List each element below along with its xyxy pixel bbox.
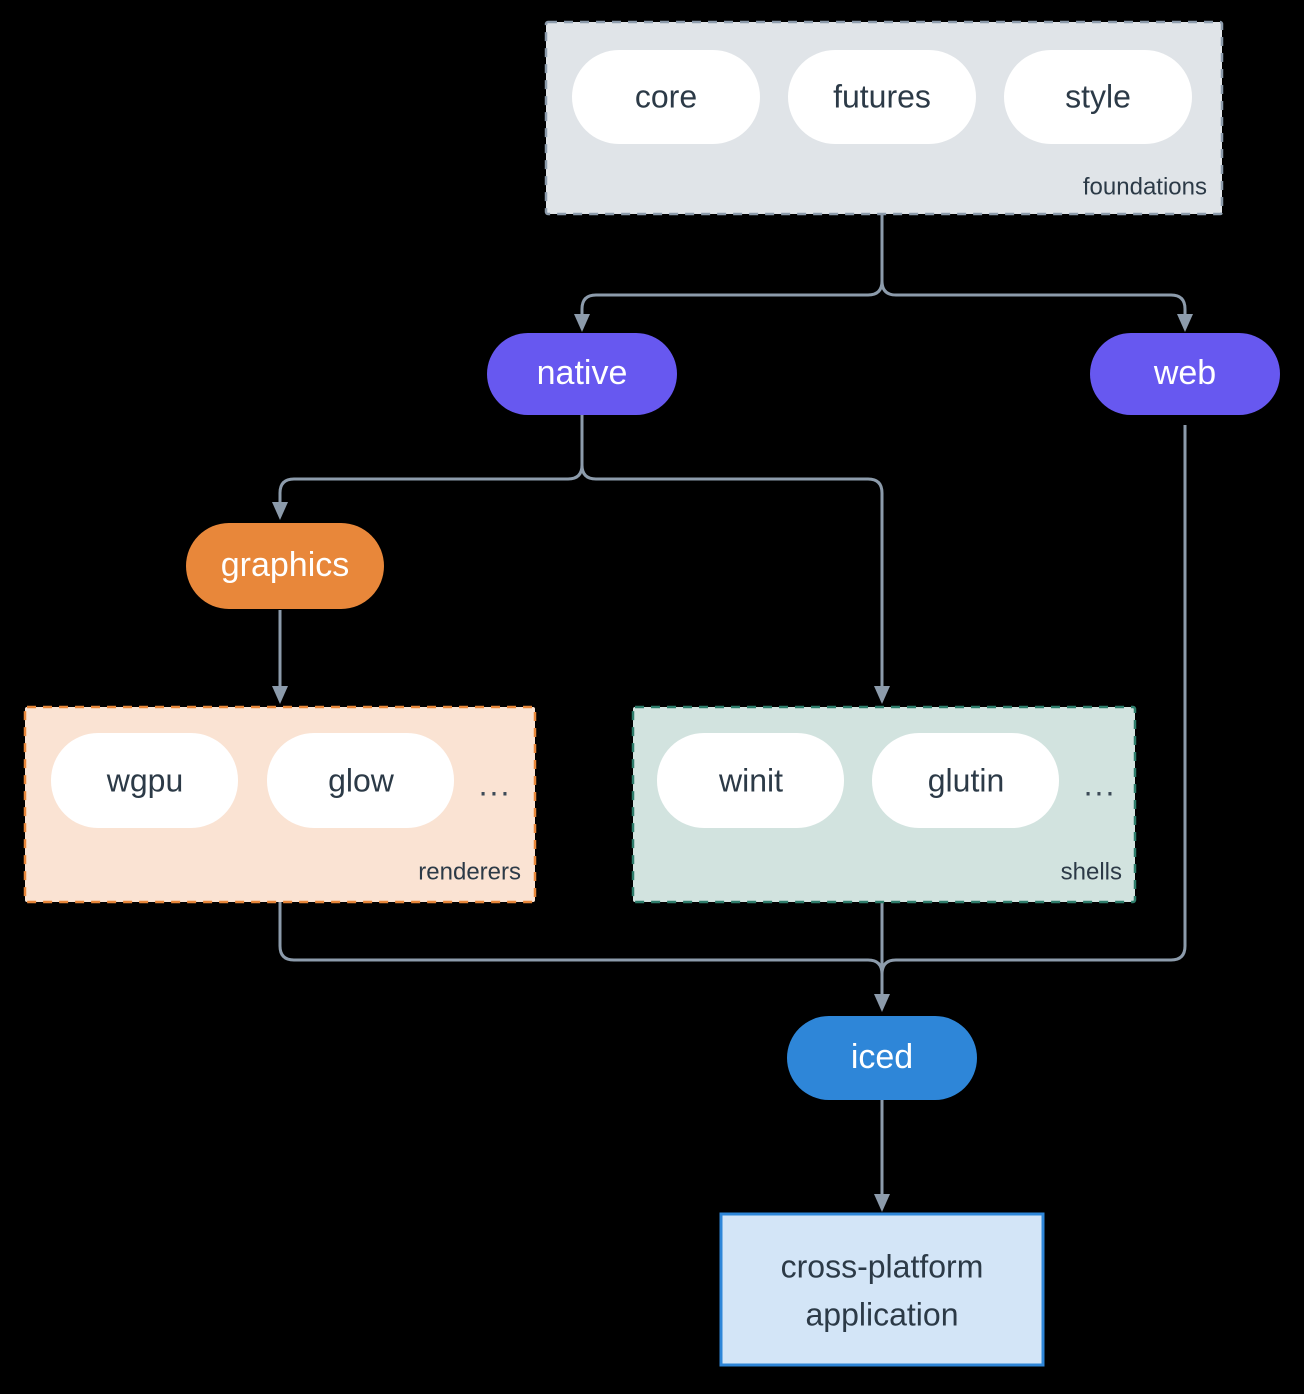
leaf-glutin-label: glutin [928,762,1005,798]
leaf-glow-pill[interactable] [267,733,454,828]
node-web-shape[interactable] [1090,333,1280,415]
leaf-style-pill[interactable] [1004,50,1192,144]
edge-renderers-to-iced [278,902,884,1000]
edge-native-to-graphics [278,464,584,508]
edge-foundations-to-native [580,280,884,320]
cluster-renderers: wgpu glow ... renderers [23,705,537,904]
leaf-winit-label: winit [718,762,783,798]
arrowhead-iced [874,994,890,1012]
leaf-wgpu-label: wgpu [106,762,184,798]
arrowhead-renderers [272,686,288,704]
leaf-futures-label: futures [833,78,931,114]
leaf-winit-pill[interactable] [657,733,844,828]
leaf-wgpu-pill[interactable] [51,733,238,828]
leaf-futures-pill[interactable] [788,50,976,144]
cluster-foundations: core futures style foundations [544,20,1224,216]
arrowhead-application [874,1194,890,1212]
node-native-label: native [537,354,628,392]
node-application-label-line2: application [806,1296,959,1332]
cluster-shells-label: shells [1061,858,1122,885]
leaf-glutin-pill[interactable] [872,733,1059,828]
cluster-foundations-label: foundations [1083,173,1207,200]
shells-overflow-ellipsis: ... [1084,766,1117,802]
node-graphics[interactable]: graphics [186,523,384,609]
node-graphics-shape[interactable] [186,523,384,609]
node-iced-shape[interactable] [787,1016,977,1100]
node-native[interactable]: native [487,333,677,415]
leaf-style-label: style [1065,78,1131,114]
node-graphics-label: graphics [221,546,350,584]
node-application[interactable]: cross-platform application [719,1212,1045,1367]
node-iced-label: iced [851,1038,913,1076]
arrowhead-native [574,314,590,332]
node-iced[interactable]: iced [787,1016,977,1100]
node-native-shape[interactable] [487,333,677,415]
edge-native-to-shells [580,464,884,692]
arrowhead-web [1177,314,1193,332]
arrowhead-graphics [272,502,288,520]
cluster-renderers-label: renderers [418,858,521,885]
leaf-glow-label: glow [328,762,395,798]
edge-layer [272,215,1193,1212]
edge-web-to-iced [880,425,1187,1000]
node-application-shape[interactable] [719,1212,1045,1367]
cluster-shells: winit glutin ... shells [631,705,1137,904]
leaf-core-pill[interactable] [572,50,760,144]
leaf-core-label: core [635,78,697,114]
edge-foundations-to-web [880,280,1187,320]
arrowhead-shells [874,686,890,704]
node-web-label: web [1153,354,1216,392]
node-web[interactable]: web [1090,333,1280,415]
renderers-overflow-ellipsis: ... [479,766,512,802]
node-application-label-line1: cross-platform [781,1248,984,1284]
